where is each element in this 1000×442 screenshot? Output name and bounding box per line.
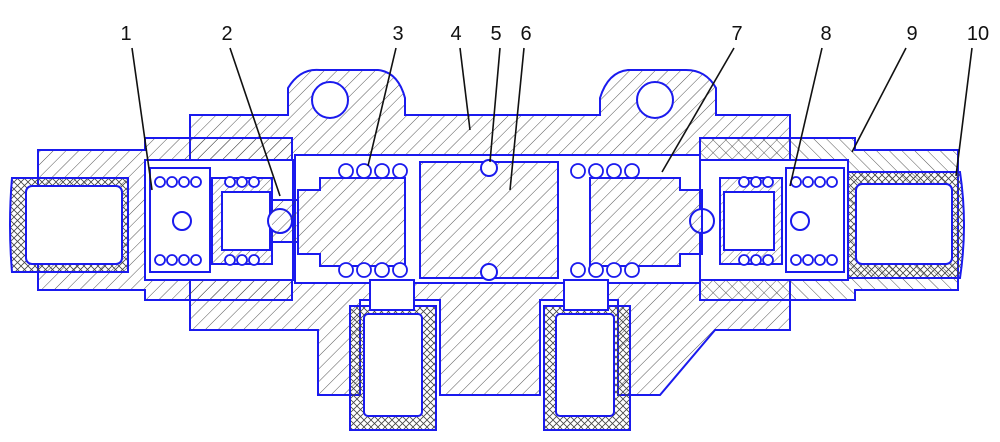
callout-label-4: 4 (450, 23, 461, 45)
callout-leader-10 (955, 47, 973, 177)
left-plunger (297, 177, 406, 267)
piston-seal-bottom (480, 263, 498, 281)
callout-label-6: 6 (520, 23, 531, 45)
right-plunger (589, 177, 703, 267)
callout-label-10: 10 (967, 23, 989, 45)
callout-label-3: 3 (392, 23, 403, 45)
callout-leader-4 (459, 47, 471, 131)
callout-leader-3 (367, 47, 397, 167)
callout-leader-8 (789, 47, 823, 187)
callout-leader-2 (229, 47, 281, 197)
callout-leader-5 (489, 47, 501, 163)
piston-seal-top (480, 159, 498, 177)
callout-leader-6 (509, 47, 525, 191)
callout-label-9: 9 (906, 23, 917, 45)
callout-label-5: 5 (490, 23, 501, 45)
bottom-port-left (349, 279, 437, 431)
central-piston (419, 161, 559, 279)
callout-label-7: 7 (731, 23, 742, 45)
callout-leader-9 (851, 47, 907, 153)
callout-label-2: 2 (221, 23, 232, 45)
spring-coils (154, 163, 838, 278)
callout-label-1: 1 (120, 23, 131, 45)
bottom-port-right (543, 279, 631, 431)
callout-label-8: 8 (820, 23, 831, 45)
callout-leader-7 (661, 47, 735, 173)
callout-leader-1 (131, 47, 153, 191)
